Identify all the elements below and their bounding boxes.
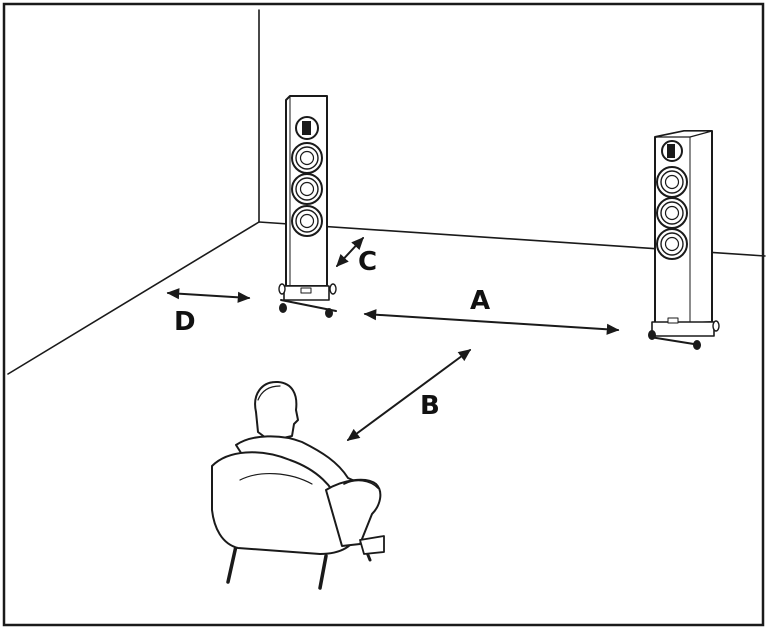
- chair-arm: [325, 478, 382, 547]
- right-speaker: [648, 130, 720, 350]
- arrow-c-back-wall-distance: [336, 236, 364, 268]
- person-head: [254, 380, 299, 442]
- arrow-d-side-wall-distance: [166, 288, 251, 303]
- chair-leg: [226, 544, 238, 584]
- label-a: A: [470, 286, 490, 316]
- label-c: C: [358, 247, 377, 277]
- left-floor-line: [7, 221, 260, 375]
- label-d: D: [174, 307, 196, 337]
- left-speaker: [278, 95, 337, 318]
- listener-in-armchair: [211, 380, 385, 590]
- arrow-b-listening-distance: [346, 349, 472, 441]
- arrow-a-speaker-spacing: [363, 309, 620, 335]
- room-walls: [7, 9, 766, 375]
- dimension-arrows: [166, 236, 620, 441]
- person-knee: [359, 535, 385, 555]
- label-b: B: [420, 391, 440, 421]
- chair-leg: [318, 554, 328, 590]
